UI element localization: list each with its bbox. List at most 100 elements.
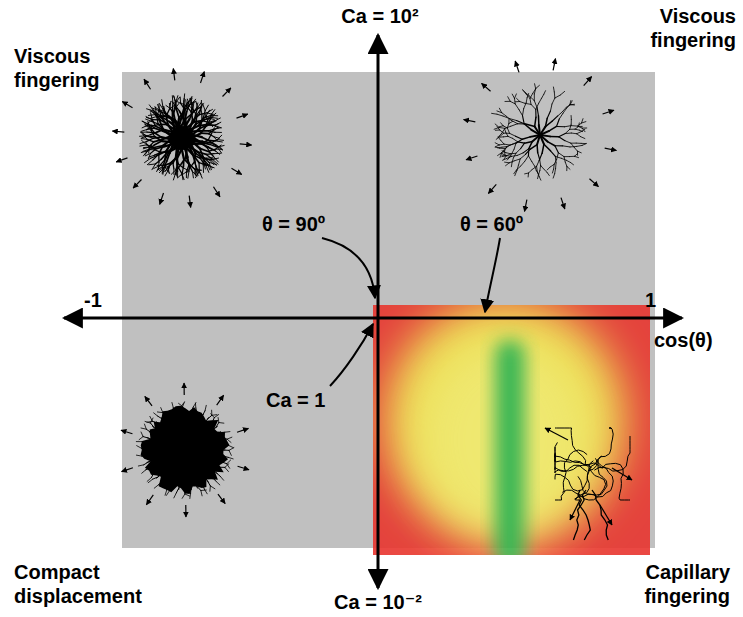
finger-stroke — [173, 408, 174, 414]
finger-stroke — [185, 450, 191, 490]
finger-stroke — [214, 128, 218, 131]
finger-stroke — [191, 407, 193, 413]
finger-stroke — [161, 408, 163, 413]
growth-arrow — [525, 200, 527, 212]
finger-stroke — [552, 116, 558, 121]
axes — [64, 35, 682, 588]
regime-label: Capillary fingering — [580, 560, 730, 608]
finger-stroke — [536, 171, 538, 175]
finger-stroke — [165, 490, 167, 495]
finger-stroke — [516, 139, 522, 143]
finger-stroke — [537, 175, 539, 179]
finger-stroke — [183, 98, 184, 104]
finger-stroke — [141, 455, 147, 456]
finger-stroke — [136, 441, 142, 442]
finger-stroke — [516, 98, 519, 101]
finger-stroke — [567, 166, 570, 169]
finger-stroke — [502, 155, 506, 156]
finger-stroke — [172, 403, 173, 408]
growth-arrow — [144, 79, 151, 89]
finger-stroke — [511, 162, 513, 166]
finger-stroke — [183, 168, 188, 171]
finger-stroke — [219, 432, 225, 434]
capillary-strand — [562, 468, 605, 500]
finger-stroke — [185, 426, 217, 450]
finger-stroke — [538, 153, 540, 160]
finger-stroke — [555, 146, 558, 153]
finger-stroke — [151, 149, 156, 153]
ca-axis — [377, 35, 380, 588]
finger-stroke — [175, 106, 179, 112]
finger-stroke — [535, 117, 536, 126]
finger-stroke — [182, 173, 185, 180]
finger-stroke — [540, 131, 549, 135]
growth-arrow — [218, 494, 225, 504]
finger-stroke — [558, 153, 564, 157]
finger-stroke — [513, 138, 518, 141]
finger-stroke — [207, 165, 214, 167]
finger-stroke — [571, 133, 576, 135]
finger-stroke — [218, 135, 222, 139]
finger-stroke — [195, 162, 197, 169]
finger-stroke — [495, 147, 499, 148]
finger-stroke — [203, 165, 204, 172]
finger-stroke — [535, 84, 536, 89]
finger-stroke — [183, 406, 185, 412]
finger-stroke — [525, 93, 529, 96]
growth-arrow — [213, 187, 220, 197]
finger-stroke — [500, 148, 505, 149]
finger-stroke — [169, 486, 173, 491]
finger-stroke — [575, 129, 579, 130]
finger-stroke — [190, 99, 192, 105]
finger-stroke — [175, 101, 181, 104]
finger-stroke — [209, 130, 214, 133]
finger-stroke — [534, 101, 537, 108]
finger-stroke — [526, 124, 535, 127]
finger-stroke — [535, 166, 537, 171]
growth-arrow — [146, 495, 153, 505]
finger-stroke — [571, 125, 577, 126]
finger-stroke — [177, 149, 181, 158]
finger-stroke — [219, 422, 224, 424]
finger-stroke — [197, 110, 201, 116]
growth-arrow — [466, 156, 477, 160]
finger-stroke — [532, 162, 535, 167]
growth-arrow — [240, 144, 252, 145]
finger-stroke — [199, 171, 202, 178]
finger-stroke — [154, 485, 158, 488]
finger-stroke — [544, 144, 551, 151]
finger-stroke — [201, 490, 206, 491]
finger-stroke — [195, 403, 196, 408]
finger-stroke — [512, 149, 514, 154]
growth-arrow — [121, 430, 132, 434]
finger-stroke — [169, 103, 171, 108]
finger-stroke — [529, 170, 532, 173]
finger-stroke — [210, 486, 215, 489]
finger-stroke — [158, 104, 160, 110]
growth-arrow — [217, 395, 224, 405]
finger-stroke — [151, 472, 154, 477]
finger-stroke — [195, 169, 198, 175]
finger-stroke — [173, 412, 185, 450]
finger-stroke — [140, 145, 147, 146]
finger-stroke — [581, 137, 585, 139]
growth-arrow — [237, 428, 248, 432]
finger-stroke — [216, 145, 221, 148]
finger-stroke — [577, 126, 582, 128]
finger-stroke — [514, 98, 516, 103]
finger-stroke — [511, 120, 518, 123]
finger-stroke — [193, 155, 199, 162]
finger-stroke — [154, 140, 162, 142]
finger-stroke — [142, 470, 146, 473]
finger-stroke — [200, 158, 204, 163]
finger-stroke — [171, 170, 176, 174]
finger-stroke — [540, 159, 541, 165]
growth-arrow — [600, 505, 612, 525]
finger-stroke — [525, 141, 533, 143]
angle-label: θ = 90º — [262, 212, 352, 236]
finger-stroke — [522, 90, 525, 93]
finger-stroke — [564, 156, 570, 157]
finger-stroke — [211, 121, 216, 123]
finger-stroke — [513, 153, 516, 158]
finger-stroke — [565, 141, 571, 144]
